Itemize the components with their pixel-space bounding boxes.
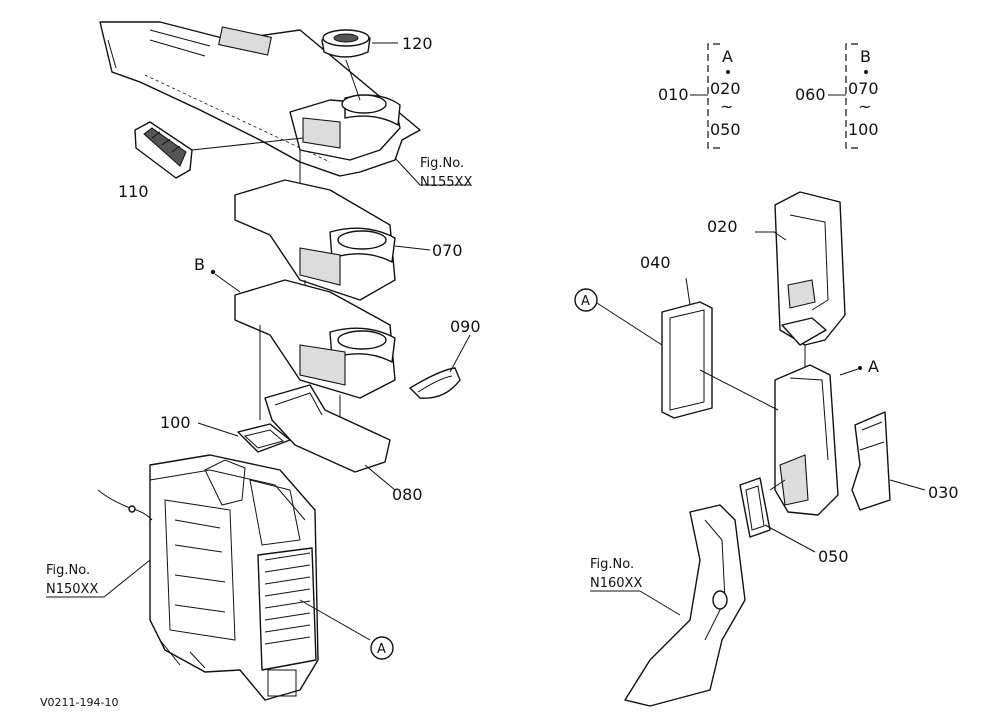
marker-a-unit: A [377, 642, 386, 657]
marker-b: B [194, 255, 205, 274]
marker-a-unit-circle [370, 636, 394, 660]
part-090-louver [409, 334, 471, 399]
part-080-plate [264, 384, 396, 491]
part-100-gasket [197, 422, 291, 453]
fig-n155-line1: Fig.No. [420, 156, 464, 171]
part-020-duct [773, 191, 846, 346]
svg-text:050: 050 [710, 120, 741, 139]
part-lower-duct [234, 279, 396, 399]
fig-n155-line2: N155XX [420, 175, 472, 190]
marker-a-left-circle [574, 288, 598, 312]
label-090: 090 [450, 317, 481, 336]
part-040-filter [661, 277, 713, 419]
label-040: 040 [640, 253, 671, 272]
svg-text:~: ~ [720, 97, 733, 116]
label-030: 030 [928, 483, 959, 502]
svg-text:070: 070 [848, 79, 879, 98]
fig-n160-line1: Fig.No. [590, 557, 634, 572]
lower-floor-duct [624, 504, 746, 707]
legend-group-a: A 010 020 ~ 050 [658, 43, 741, 149]
drawing-code: V0211-194-10 [40, 696, 118, 709]
fig-n155-leader [394, 157, 421, 186]
part-110-vent-grille [134, 121, 304, 179]
part-050-gasket [739, 477, 816, 553]
fig-n150-line1: Fig.No. [46, 563, 90, 578]
label-100: 100 [160, 413, 191, 432]
svg-text:A: A [722, 47, 733, 66]
marker-b-dot [210, 269, 216, 275]
svg-text:010: 010 [658, 85, 689, 104]
svg-text:B: B [860, 47, 871, 66]
svg-text:060: 060 [795, 85, 826, 104]
part-120-round-vent [321, 29, 398, 101]
part-030-plate [851, 411, 926, 511]
svg-text:~: ~ [858, 97, 871, 116]
label-070: 070 [432, 241, 463, 260]
svg-text:100: 100 [848, 120, 879, 139]
label-080: 080 [392, 485, 423, 504]
marker-a-block-dot [858, 366, 862, 370]
marker-a-left: A [581, 294, 590, 309]
part-a-duct-block [774, 364, 839, 516]
label-050: 050 [818, 547, 849, 566]
fig-n160-line2: N160XX [590, 576, 642, 591]
part-070-upper-duct [234, 179, 431, 301]
label-110: 110 [118, 182, 149, 201]
hvac-unit [97, 454, 319, 701]
marker-a-block: A [868, 357, 879, 376]
svg-text:020: 020 [710, 79, 741, 98]
legend-group-b: B 060 070 ~ 100 [795, 43, 879, 149]
label-120: 120 [402, 34, 433, 53]
upper-dash-panel [99, 21, 421, 177]
fig-n150-line2: N150XX [46, 582, 98, 597]
label-020: 020 [707, 217, 738, 236]
